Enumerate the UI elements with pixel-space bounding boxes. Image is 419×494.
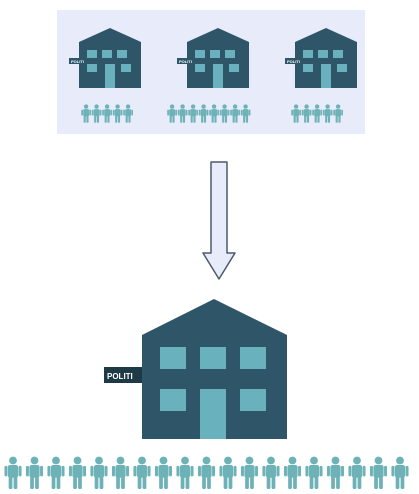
officer-icon — [111, 456, 130, 489]
officer-icon — [348, 456, 366, 489]
officer-icon — [230, 104, 240, 123]
officer-icon — [369, 456, 388, 489]
officer-icon — [90, 456, 108, 489]
top-panel: POLITI POLITI POLITI — [57, 10, 365, 134]
officer-icon — [81, 104, 91, 123]
station-sign: POLITI — [71, 59, 84, 64]
officer-group-3 — [291, 104, 343, 123]
down-arrow-icon — [202, 161, 236, 280]
officer-group-1 — [81, 104, 133, 123]
officer-icon — [25, 456, 44, 489]
officer-icon — [47, 456, 65, 489]
officer-icon — [312, 104, 322, 123]
officer-icon — [305, 456, 323, 489]
officer-icon — [91, 104, 102, 123]
officer-icon — [322, 104, 333, 123]
officer-icon — [112, 104, 123, 123]
officer-icon — [102, 104, 112, 123]
officer-icon — [291, 104, 301, 123]
officer-icon — [240, 456, 259, 489]
officer-icon — [219, 104, 230, 123]
merged-police-station: POLITI — [104, 299, 287, 439]
officer-icon — [123, 104, 133, 123]
officer-group-2 — [167, 104, 251, 123]
officer-icon — [4, 456, 22, 489]
police-station-2: POLITI — [177, 28, 249, 88]
officer-icon — [391, 456, 409, 489]
station-sign: POLITI — [287, 59, 300, 64]
officer-icon — [133, 456, 151, 489]
officer-icon — [283, 456, 302, 489]
officer-icon — [177, 104, 188, 123]
police-station-3: POLITI — [285, 28, 357, 88]
officer-icon — [154, 456, 173, 489]
officer-icon — [176, 456, 194, 489]
officer-icon — [301, 104, 312, 123]
officer-icon — [219, 456, 237, 489]
officer-icon — [209, 104, 219, 123]
officer-icon — [68, 456, 87, 489]
officer-icon — [326, 456, 345, 489]
officer-icon — [240, 104, 251, 123]
officer-icon — [197, 456, 216, 489]
officer-icon — [198, 104, 209, 123]
police-station-1: POLITI — [69, 28, 141, 88]
station-sign: POLITI — [107, 372, 133, 381]
officer-icon — [167, 104, 177, 123]
station-sign: POLITI — [179, 59, 192, 64]
officer-icon — [333, 104, 343, 123]
officer-icon — [188, 104, 198, 123]
officer-group-merged — [4, 456, 409, 489]
officer-icon — [262, 456, 280, 489]
